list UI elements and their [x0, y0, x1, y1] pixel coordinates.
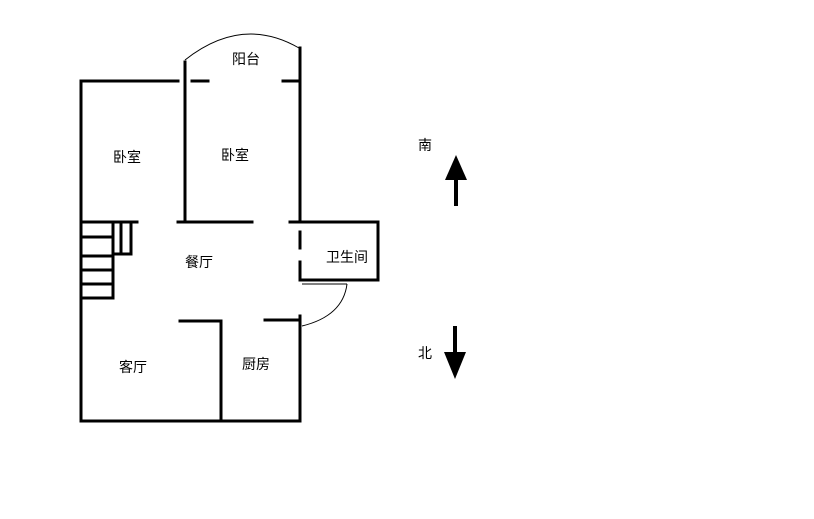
- walls: [79, 33, 380, 423]
- compass-north-label: 北: [418, 346, 432, 362]
- balcony-arc: [184, 33, 300, 61]
- room-label-dining: 餐厅: [185, 255, 213, 271]
- arrow-down-icon: [444, 326, 466, 379]
- room-label-balcony: 阳台: [232, 52, 260, 68]
- room-label-bedroom-left: 卧室: [113, 149, 141, 166]
- compass-south-label: 南: [418, 138, 432, 154]
- door-swing-arc: [301, 283, 348, 327]
- room-label-bedroom-right: 卧室: [221, 147, 249, 164]
- room-label-bathroom: 卫生间: [326, 250, 368, 266]
- arrow-up-icon: [445, 155, 467, 206]
- room-label-kitchen: 厨房: [242, 357, 270, 373]
- room-label-living: 客厅: [119, 359, 147, 376]
- staircase: [79, 220, 139, 300]
